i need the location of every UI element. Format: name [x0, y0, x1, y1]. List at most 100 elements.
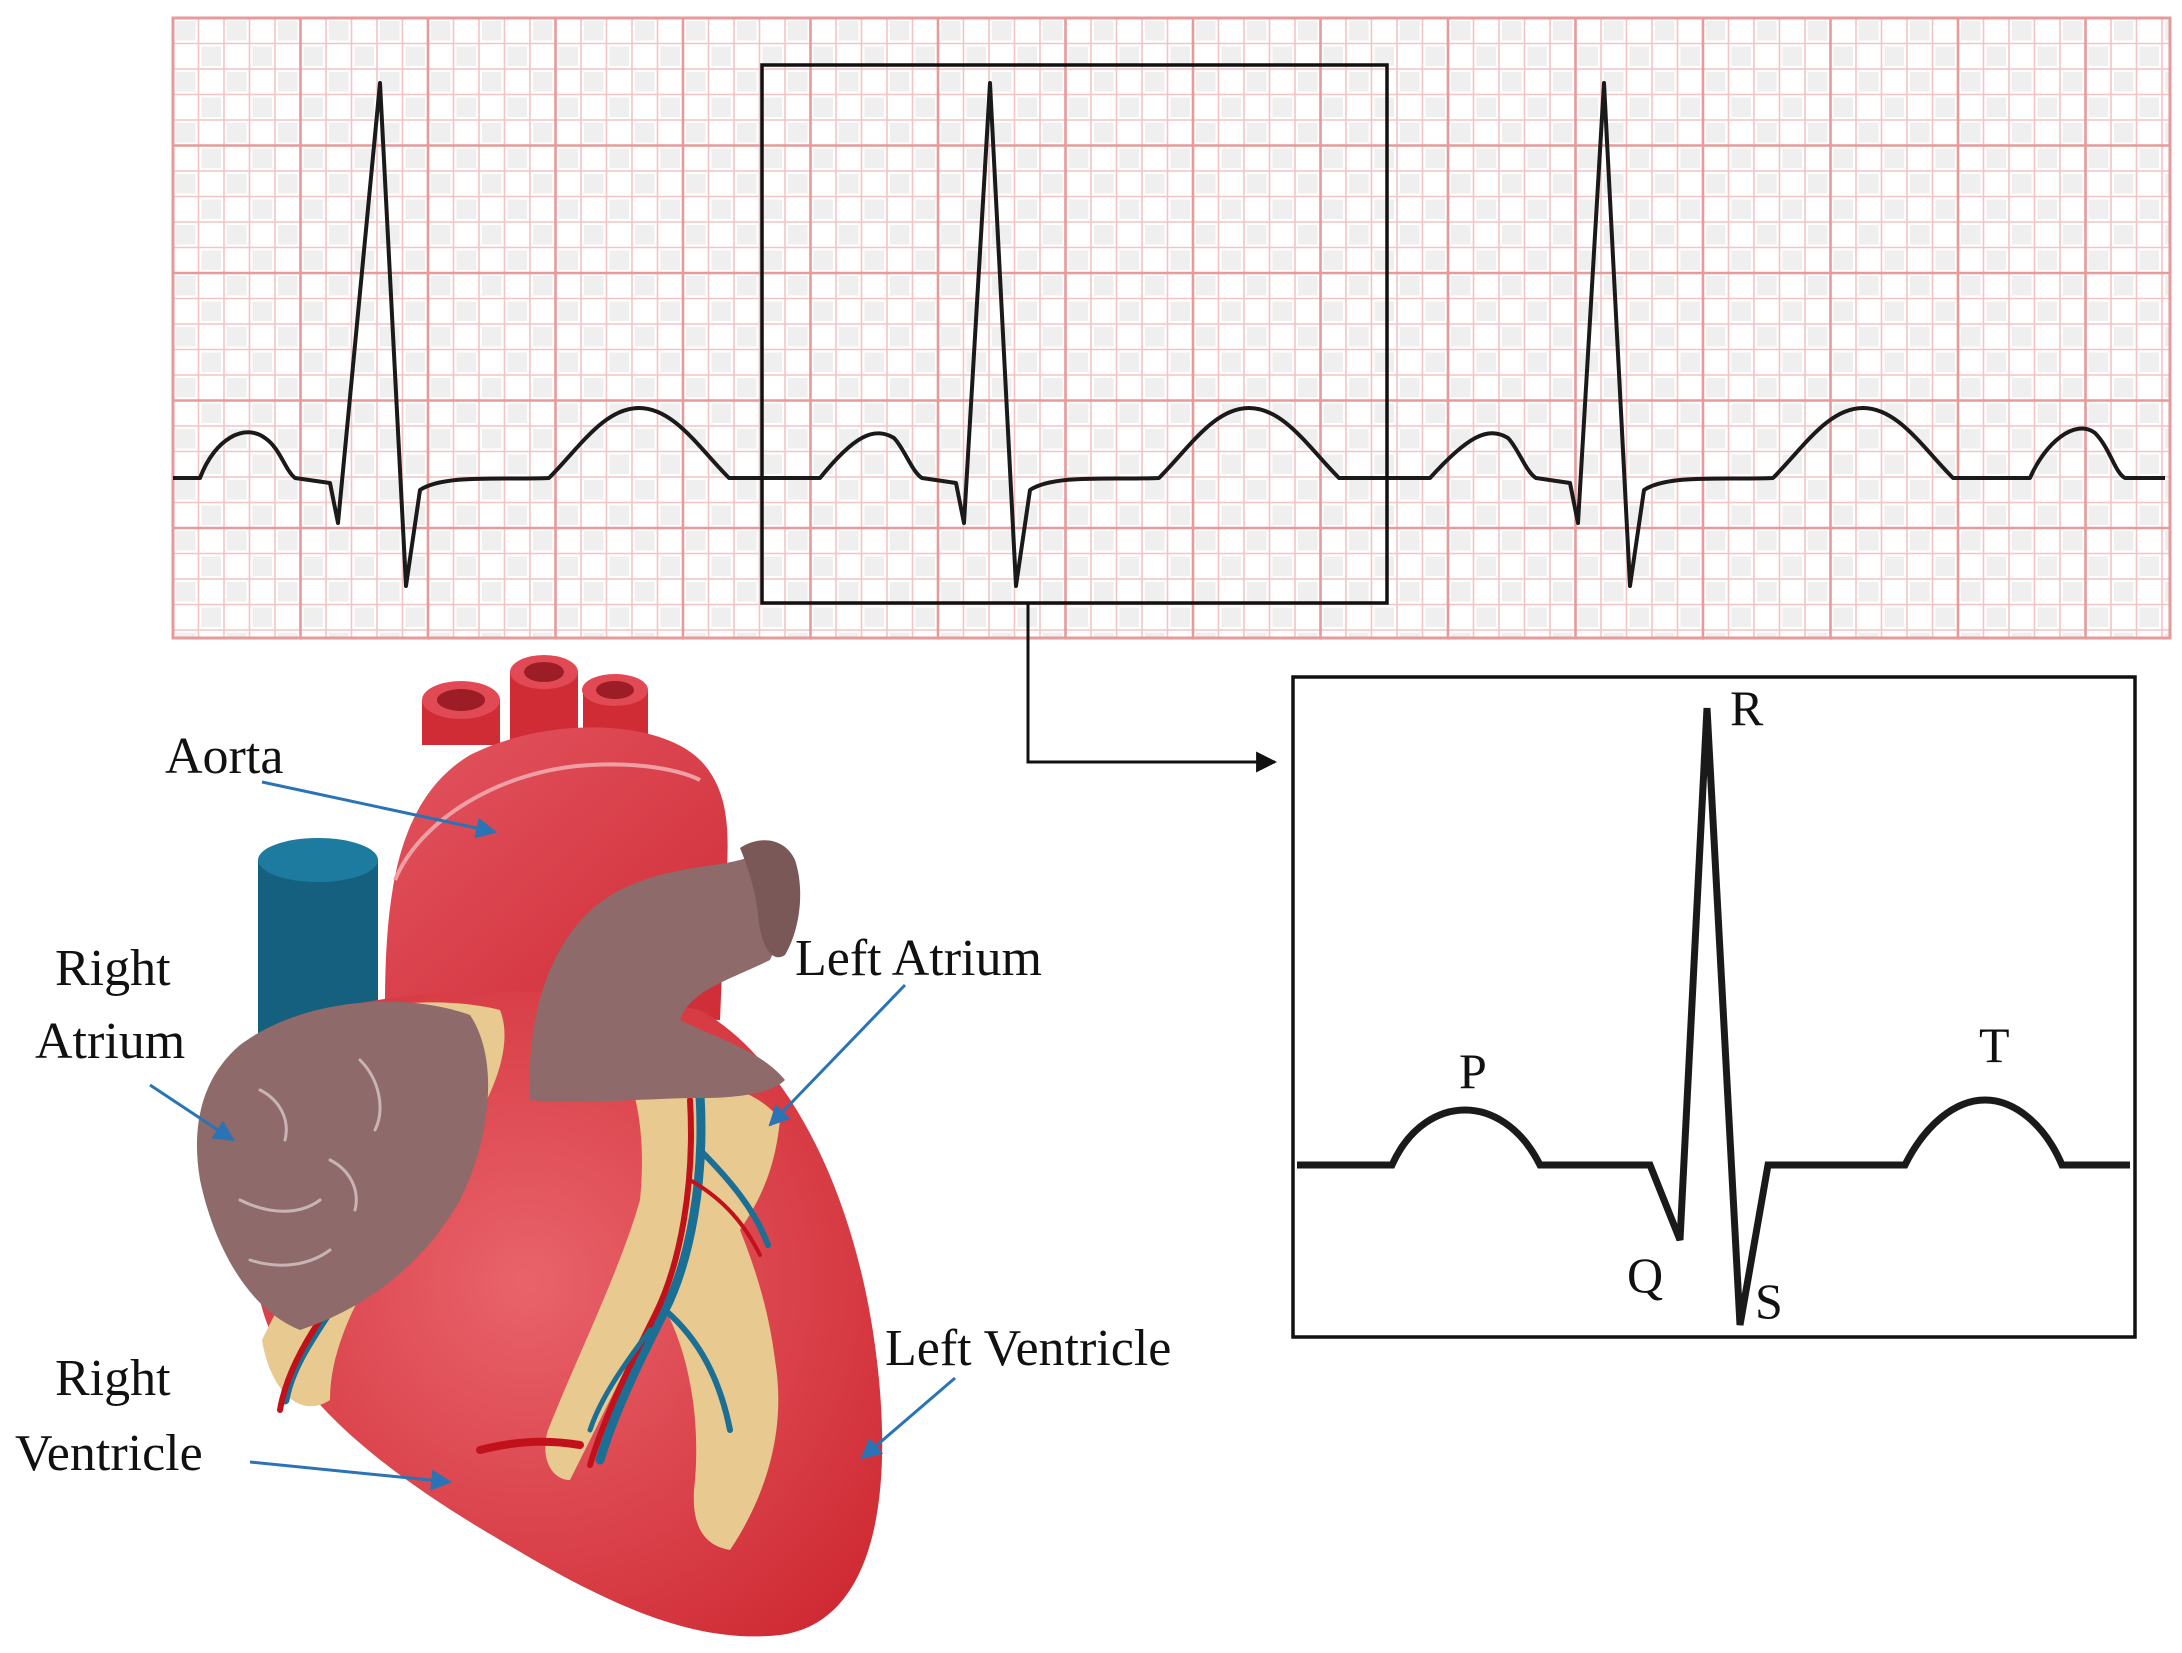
ecg-grid-cell — [1961, 123, 1981, 143]
wave-label-q: Q — [1627, 1247, 1663, 1303]
ecg-grid-cell — [864, 199, 884, 219]
ecg-grid-cell — [915, 352, 935, 372]
ecg-grid-cell — [482, 429, 502, 449]
ecg-grid-cell — [1298, 327, 1318, 347]
ecg-grid-cell — [1094, 429, 1114, 449]
ecg-grid-cell — [686, 174, 706, 194]
ecg-grid-cell — [1935, 148, 1955, 168]
ecg-grid-cell — [686, 429, 706, 449]
ecg-grid-cell — [1757, 72, 1777, 92]
ecg-grid-cell — [2165, 633, 2170, 638]
ecg-grid-cell — [1553, 531, 1573, 551]
ecg-grid-cell — [1068, 556, 1088, 576]
arrow-aorta — [261, 780, 498, 839]
ecg-grid-cell — [1145, 276, 1165, 296]
ecg-grid-cell — [1706, 276, 1726, 296]
ecg-grid-cell — [1680, 250, 1700, 270]
ecg-grid-cell — [1145, 378, 1165, 398]
ecg-grid-cell — [2063, 72, 2083, 92]
ecg-grid-cell — [354, 148, 374, 168]
ecg-grid-cell — [941, 378, 961, 398]
ecg-grid-cell — [864, 505, 884, 525]
ecg-grid-cell — [1502, 531, 1522, 551]
ecg-grid-cell — [176, 21, 196, 41]
ecg-grid-cell — [431, 225, 451, 245]
ecg-grid-cell — [966, 250, 986, 270]
ecg-grid-cell — [1323, 352, 1343, 372]
ecg-grid-cell — [1451, 72, 1471, 92]
ecg-grid-cell — [839, 378, 859, 398]
ecg-grid-cell — [813, 607, 833, 627]
ecg-grid-cell — [278, 480, 298, 500]
ecg-grid-cell — [329, 633, 349, 638]
ecg-grid-cell — [992, 123, 1012, 143]
ecg-grid-cell — [1323, 556, 1343, 576]
ecg-grid-cell — [1298, 21, 1318, 41]
ecg-grid-cell — [533, 633, 553, 638]
left-atrium — [529, 845, 785, 1102]
ecg-grid-cell — [1808, 276, 1828, 296]
ecg-grid-cell — [1986, 607, 2006, 627]
ecg-grid-cell — [1604, 480, 1624, 500]
ecg-grid-cell — [405, 352, 425, 372]
ecg-grid-cell — [1527, 148, 1547, 168]
ecg-grid-cell — [864, 148, 884, 168]
ecg-grid-cell — [1145, 582, 1165, 602]
ecg-grid-cell — [1400, 276, 1420, 296]
ecg-grid-cell — [1451, 21, 1471, 41]
ecg-grid-cell — [227, 21, 247, 41]
ecg-grid-cell — [201, 199, 221, 219]
ecg-grid-cell — [1196, 72, 1216, 92]
ecg-grid-cell — [737, 429, 757, 449]
ecg-grid-cell — [1986, 46, 2006, 66]
ecg-grid-cell — [864, 607, 884, 627]
ecg-grid-cell — [1757, 225, 1777, 245]
ecg-grid-cell — [839, 327, 859, 347]
ecg-grid-cell — [1247, 429, 1267, 449]
ecg-grid-cell — [1935, 403, 1955, 423]
ecg-grid-cell — [227, 276, 247, 296]
ecg-grid-cell — [1119, 607, 1139, 627]
ecg-grid-cell — [1782, 97, 1802, 117]
ecg-grid-cell — [380, 429, 400, 449]
ecg-grid-cell — [660, 352, 680, 372]
ecg-grid-cell — [1017, 199, 1037, 219]
ecg-grid-cell — [788, 480, 808, 500]
ecg-grid-cell — [482, 480, 502, 500]
arrow-left-ventricle — [860, 1376, 956, 1460]
ecg-grid-cell — [1043, 276, 1063, 296]
ecg-grid-cell — [813, 148, 833, 168]
ecg-grid-cell — [915, 505, 935, 525]
ecg-grid-cell — [1808, 225, 1828, 245]
ecg-grid-cell — [864, 556, 884, 576]
ecg-grid-cell — [609, 556, 629, 576]
ecg-grid-cell — [1221, 97, 1241, 117]
ecg-grid-cell — [354, 403, 374, 423]
ecg-grid-cell — [201, 46, 221, 66]
ecg-grid-cell — [1425, 556, 1445, 576]
ecg-grid-cell — [686, 225, 706, 245]
ecg-grid-cell — [1527, 607, 1547, 627]
ecg-grid-cell — [201, 352, 221, 372]
ecg-grid-cell — [686, 531, 706, 551]
ecg-grid-cell — [1017, 97, 1037, 117]
ecg-grid-cell — [1247, 174, 1267, 194]
arrow-right-atrium — [149, 1083, 235, 1142]
ecg-grid-cell — [1578, 199, 1598, 219]
ecg-grid-cell — [1527, 352, 1547, 372]
ecg-grid-cell — [2165, 582, 2170, 602]
ecg-grid-cell — [1425, 148, 1445, 168]
ecg-grid-cell — [1782, 403, 1802, 423]
ecg-grid-cell — [482, 21, 502, 41]
ecg-grid-cell — [1757, 327, 1777, 347]
ecg-grid-cell — [1553, 21, 1573, 41]
ecg-grid-cell — [1884, 403, 1904, 423]
ecg-grid-cell — [2063, 378, 2083, 398]
ecg-grid-cell — [1833, 607, 1853, 627]
ecg-grid-cell — [405, 148, 425, 168]
ecg-grid-cell — [303, 199, 323, 219]
ecg-grid-cell — [2139, 505, 2159, 525]
ecg-grid-cell — [1527, 556, 1547, 576]
ecg-grid-cell — [762, 556, 782, 576]
ecg-grid-cell — [1247, 582, 1267, 602]
